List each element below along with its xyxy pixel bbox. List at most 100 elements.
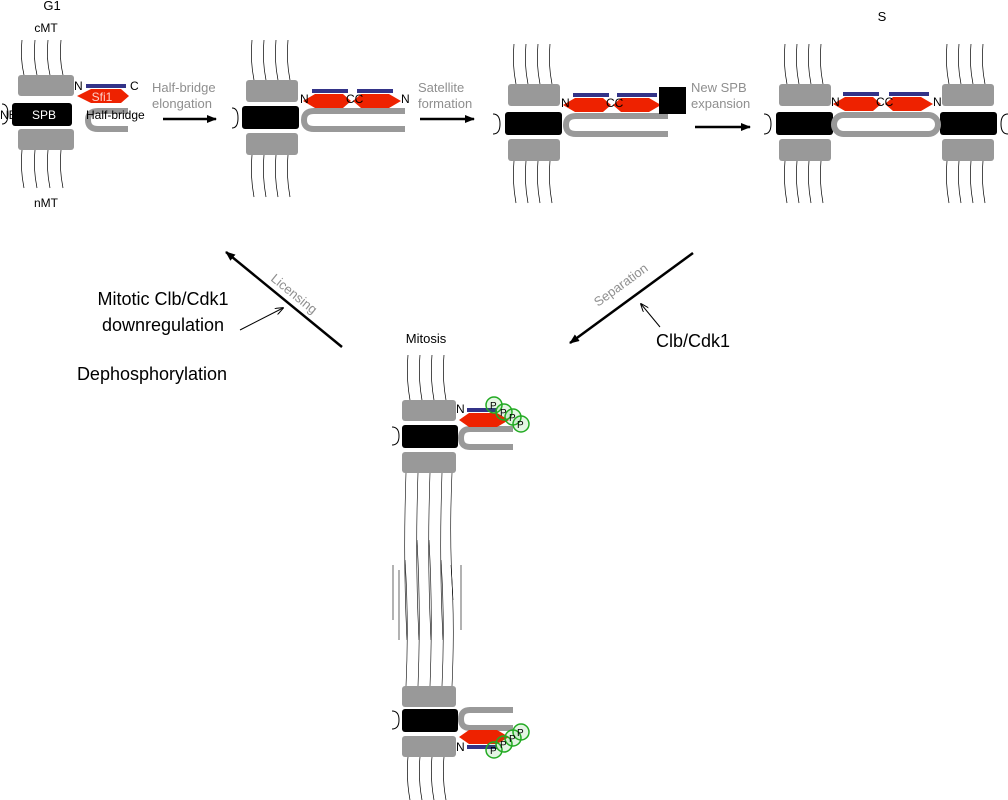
sfi1-repeats-2 [889, 92, 929, 96]
satellite-label-line2: formation [418, 96, 472, 111]
transition-half-bridge-elongation: Half-bridge elongation [152, 80, 217, 123]
cmt-label: cMT [34, 21, 58, 35]
sfi1-protein-2 [885, 97, 933, 111]
satellite-label-line1: Satellite [418, 80, 464, 95]
sfi1-repeats [86, 84, 126, 88]
phospho-sites-upper [485, 396, 530, 433]
outer-plaque [246, 80, 298, 102]
transition-satellite-formation: Satellite formation [418, 80, 475, 123]
phospho-label: P [517, 420, 524, 431]
full-bridge [831, 112, 941, 137]
microtubules-cytoplasmic [250, 39, 291, 81]
nuclear-envelope [492, 113, 501, 135]
sfi1-repeats-1 [843, 92, 879, 96]
microtubules-cytoplasmic [512, 43, 553, 85]
satellite [659, 87, 686, 114]
transition-separation: Separation Clb/Cdk1 [569, 251, 730, 351]
spb-core [505, 112, 562, 135]
microtubules-nuclear [250, 154, 291, 198]
expansion-label-line2: expansion [691, 96, 750, 111]
stage-elongated-bridge: N CC N [231, 39, 410, 198]
dephosphorylation-label: Dephosphorylation [77, 364, 227, 384]
outer-plaque-old [779, 84, 831, 106]
phospho-label: P [500, 740, 507, 751]
sfi1-protein-2 [613, 98, 661, 112]
sfi1-protein [77, 89, 129, 103]
nuclear-envelope-right [1000, 113, 1008, 135]
regulator-pointer-licensing [239, 308, 283, 331]
n-terminus-label-lower: N [456, 740, 465, 754]
phospho-labels-upper: P P P P [490, 401, 524, 431]
nuclear-envelope [231, 107, 239, 129]
inner-plaque-new [942, 139, 994, 161]
spb-core [12, 103, 72, 126]
n-terminus-label: N [74, 79, 83, 93]
microtubules-nuclear [20, 149, 64, 189]
sfi1-repeats-1 [312, 89, 348, 93]
arrow-separation [569, 251, 694, 345]
phospho-label: P [517, 728, 524, 739]
microtubules-nuclear [512, 160, 553, 204]
nmt-label: nMT [34, 196, 59, 210]
phospho-site [512, 723, 530, 741]
nuclear-envelope-left [763, 113, 772, 135]
mitotic-clb-cdk1-label-line1: Mitotic Clb/Cdk1 [97, 289, 228, 309]
microtubules-cytoplasmic-upper [406, 354, 447, 401]
stage-s: S N CC N [763, 9, 1008, 204]
n-terminus-label: N [561, 96, 570, 110]
stage-label-s: S [878, 9, 887, 24]
sfi1-protein-1 [303, 94, 351, 108]
sfi1-protein-1 [563, 98, 611, 112]
ne-label: NE [0, 108, 17, 122]
microtubules-cytoplasmic [20, 39, 64, 76]
elongation-label-line1: Half-bridge [152, 80, 216, 95]
outer-plaque [18, 75, 74, 96]
sfi1-protein-1 [833, 97, 881, 111]
spb-core-upper [402, 425, 458, 448]
sfi1-repeats-2 [617, 93, 657, 97]
phospho-label: P [490, 746, 497, 757]
sfi1-repeats-1 [573, 93, 609, 97]
spb-core-new [940, 112, 997, 135]
sfi1-repeats-upper [467, 408, 497, 412]
n-terminus-label-2: N [933, 95, 942, 109]
phospho-site [512, 415, 530, 433]
sfi1-repeats-2 [357, 89, 393, 93]
phospho-label: P [500, 408, 507, 419]
mitotic-clb-cdk1-label-line2: downregulation [102, 315, 224, 335]
arrow-licensing [225, 251, 343, 348]
stage-g1: G1 cMT NE SPB nMT N C Sfi1 Half-bridge [0, 0, 145, 210]
phospho-site [485, 741, 503, 759]
microtubules-cytoplasmic-new [945, 43, 986, 85]
half-bridge [84, 108, 128, 132]
stage-label-g1: G1 [43, 0, 60, 13]
inner-plaque-lower [402, 736, 456, 757]
half-bridge-upper [457, 426, 513, 450]
separation-label: Separation [591, 260, 651, 309]
clb-cdk1-label: Clb/Cdk1 [656, 331, 730, 351]
phospho-labels-lower: P P P P [490, 728, 524, 757]
microtubules-nuclear-old [783, 160, 824, 204]
microtubules-nuclear-new [945, 160, 986, 204]
expansion-label-line1: New SPB [691, 80, 747, 95]
inner-plaque [508, 139, 560, 161]
outer-plaque [508, 84, 560, 106]
inner-plaque-upper [402, 452, 456, 473]
sfi1-label: Sfi1 [92, 90, 113, 104]
phospho-site [495, 403, 513, 421]
outer-plaque-new [942, 84, 994, 106]
n-terminus-label-2: N [401, 92, 410, 106]
half-bridge-lower [457, 707, 513, 731]
elongated-bridge [300, 108, 405, 132]
phospho-label: P [509, 734, 516, 745]
stage-label-mitosis: Mitosis [406, 331, 447, 346]
spb-core-lower [402, 709, 458, 732]
n-terminus-label: N [300, 92, 309, 106]
nuclear-envelope-upper [391, 426, 400, 446]
sfi1-repeats-lower [467, 745, 497, 749]
transition-licensing: Licensing Mitotic Clb/Cdk1 downregulatio… [77, 251, 343, 384]
sfi1-protein-2 [353, 94, 401, 108]
microtubules-cytoplasmic-old [783, 43, 824, 85]
transition-new-spb-expansion: New SPB expansion [691, 80, 751, 131]
